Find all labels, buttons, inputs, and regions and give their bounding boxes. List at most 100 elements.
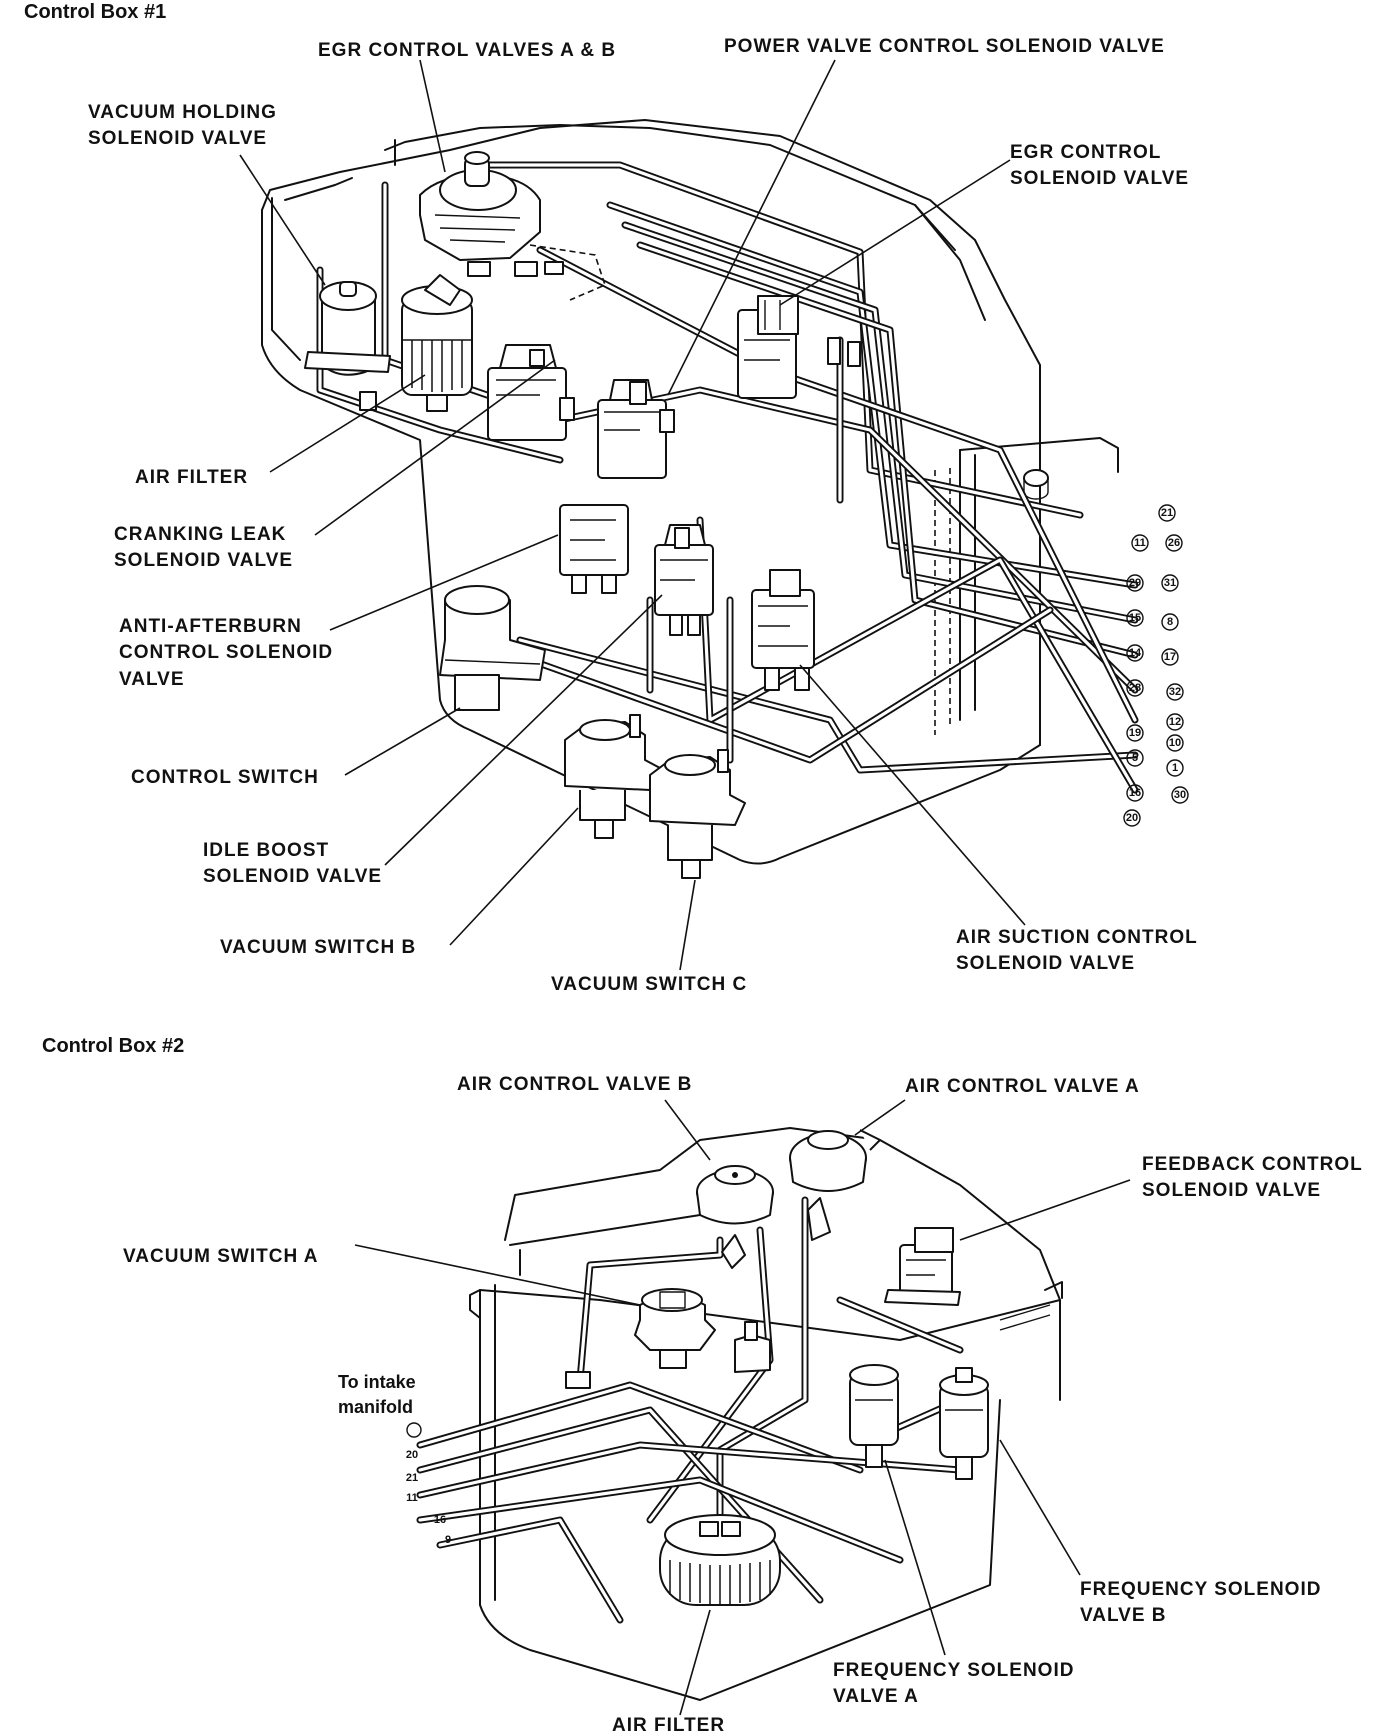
vacuum-switch-c-label: VACUUM SWITCH C [551,974,747,995]
box2-intake-ports: 20 21 11 16 9 [406,1371,591,1546]
box1-air-filter [401,274,473,412]
port-marker: 20 [1123,809,1141,827]
port-marker: 11 [406,1492,418,1504]
port-marker: 21 [1158,504,1176,522]
port-marker: 28 [1126,679,1144,697]
svg-text:11: 11 [1134,537,1146,549]
box1-labels: EGR CONTROL VALVES A & B POWER VALVE CON… [88,36,1198,995]
svg-text:19: 19 [1129,727,1141,739]
vacuum-switch-a [634,1288,716,1369]
frequency-solenoid-b-label-line2: VALVE B [1080,1605,1167,1626]
box2-air-filter [659,1514,781,1606]
intake-manifold-port [406,1422,422,1438]
port-marker: 15 [1126,609,1144,627]
feedback-control-label-line1: FEEDBACK CONTROL [1142,1154,1363,1175]
control-box-1-title: Control Box #1 [24,1,166,23]
egr-control-valves [419,151,564,277]
feedback-control-solenoid-valve [884,1227,961,1306]
box2-connector-block [734,1321,771,1373]
svg-text:31: 31 [1164,577,1176,589]
port-marker: 14 [1126,644,1144,662]
power-valve-label: POWER VALVE CONTROL SOLENOID VALVE [724,36,1165,57]
box1-port-numbers: 21 11 26 29 31 15 8 14 17 28 32 12 19 10… [1123,504,1189,827]
svg-text:17: 17 [1164,651,1176,663]
port-marker: 1 [1166,759,1184,777]
port-marker: 30 [1171,786,1189,804]
vacuum-switch-b-label: VACUUM SWITCH B [220,937,416,958]
cranking-leak-label-line2: SOLENOID VALVE [114,550,293,571]
anti-afterburn-label-line3: VALVE [119,669,185,690]
control-switch [439,585,546,711]
cranking-leak-solenoid-valve [487,344,575,441]
anti-afterburn-label-line1: ANTI-AFTERBURN [119,616,302,637]
port-marker: 12 [1166,713,1184,731]
air-control-valve-a [789,1129,881,1241]
box2-air-filter-label: AIR FILTER [612,1715,725,1736]
anti-afterburn-control-solenoid-valve [559,504,629,594]
box2-labels: AIR CONTROL VALVE B AIR CONTROL VALVE A … [123,1074,1363,1736]
vacuum-holding-solenoid-valve [304,281,391,411]
port-marker: 11 [1131,534,1149,552]
svg-text:20: 20 [1126,812,1138,824]
air-suction-label-line2: SOLENOID VALVE [956,953,1135,974]
vacuum-switch-b [564,714,661,839]
control-box-1-housing [261,119,1119,865]
port-marker: 32 [1166,683,1184,701]
port-marker: 5 [1126,749,1144,767]
port-marker: 26 [1165,534,1183,552]
port-marker: 21 [406,1472,418,1484]
svg-text:8: 8 [1167,616,1173,628]
frequency-solenoid-b-label-line1: FREQUENCY SOLENOID [1080,1579,1321,1600]
vacuum-holding-label-line2: SOLENOID VALVE [88,128,267,149]
idle-boost-label-line1: IDLE BOOST [203,840,329,861]
air-suction-label-line1: AIR SUCTION CONTROL [956,927,1198,948]
svg-text:26: 26 [1168,537,1180,549]
egr-solenoid-label-line1: EGR CONTROL [1010,142,1161,163]
cranking-leak-label-line1: CRANKING LEAK [114,524,286,545]
svg-text:21: 21 [1161,507,1173,519]
port-marker: 16 [1126,784,1144,802]
svg-text:12: 12 [1169,716,1181,728]
vacuum-switch-c [649,749,746,879]
port-marker: 10 [1166,734,1184,752]
control-box-1: Control Box #1 [24,1,1198,995]
svg-text:32: 32 [1169,686,1181,698]
anti-afterburn-label-line2: CONTROL SOLENOID [119,642,333,663]
svg-text:1: 1 [1172,762,1178,774]
egr-control-solenoid-valve [737,295,861,399]
box2-leader-lines [354,1099,1131,1716]
vacuum-switch-a-label: VACUUM SWITCH A [123,1246,318,1267]
power-valve-control-solenoid-valve [597,379,675,479]
to-intake-label-line2: manifold [338,1397,413,1417]
port-marker: 29 [1126,574,1144,592]
to-intake-label-line1: To intake [338,1372,416,1392]
frequency-solenoid-valve-a [849,1364,899,1468]
svg-text:16: 16 [1129,787,1141,799]
idle-boost-solenoid-valve [654,524,714,636]
frequency-solenoid-a-label-line1: FREQUENCY SOLENOID [833,1660,1074,1681]
port-marker: 20 [406,1449,418,1461]
port-marker: 31 [1161,574,1179,592]
air-control-valve-b [696,1165,774,1269]
air-suction-control-solenoid-valve [751,569,815,691]
control-switch-label: CONTROL SWITCH [131,767,319,788]
svg-text:28: 28 [1129,682,1141,694]
air-filter-label: AIR FILTER [135,467,248,488]
control-box-1-hoses [316,161,1139,794]
control-box-2-housing [469,1127,1063,1701]
svg-text:5: 5 [1132,752,1138,764]
air-control-valve-b-label: AIR CONTROL VALVE B [457,1074,692,1095]
svg-text:10: 10 [1169,737,1181,749]
control-box-2-title: Control Box #2 [42,1035,184,1057]
svg-text:14: 14 [1129,647,1142,659]
port-marker: 16 [434,1514,446,1526]
frequency-solenoid-a-label-line2: VALVE A [833,1686,919,1707]
egr-control-valves-label: EGR CONTROL VALVES A & B [318,40,616,61]
egr-solenoid-label-line2: SOLENOID VALVE [1010,168,1189,189]
idle-boost-label-line2: SOLENOID VALVE [203,866,382,887]
feedback-control-label-line2: SOLENOID VALVE [1142,1180,1321,1201]
air-control-valve-a-label: AIR CONTROL VALVE A [905,1076,1140,1097]
frequency-solenoid-valve-b [939,1367,989,1480]
control-box-2: Control Box #2 [42,1035,1363,1736]
